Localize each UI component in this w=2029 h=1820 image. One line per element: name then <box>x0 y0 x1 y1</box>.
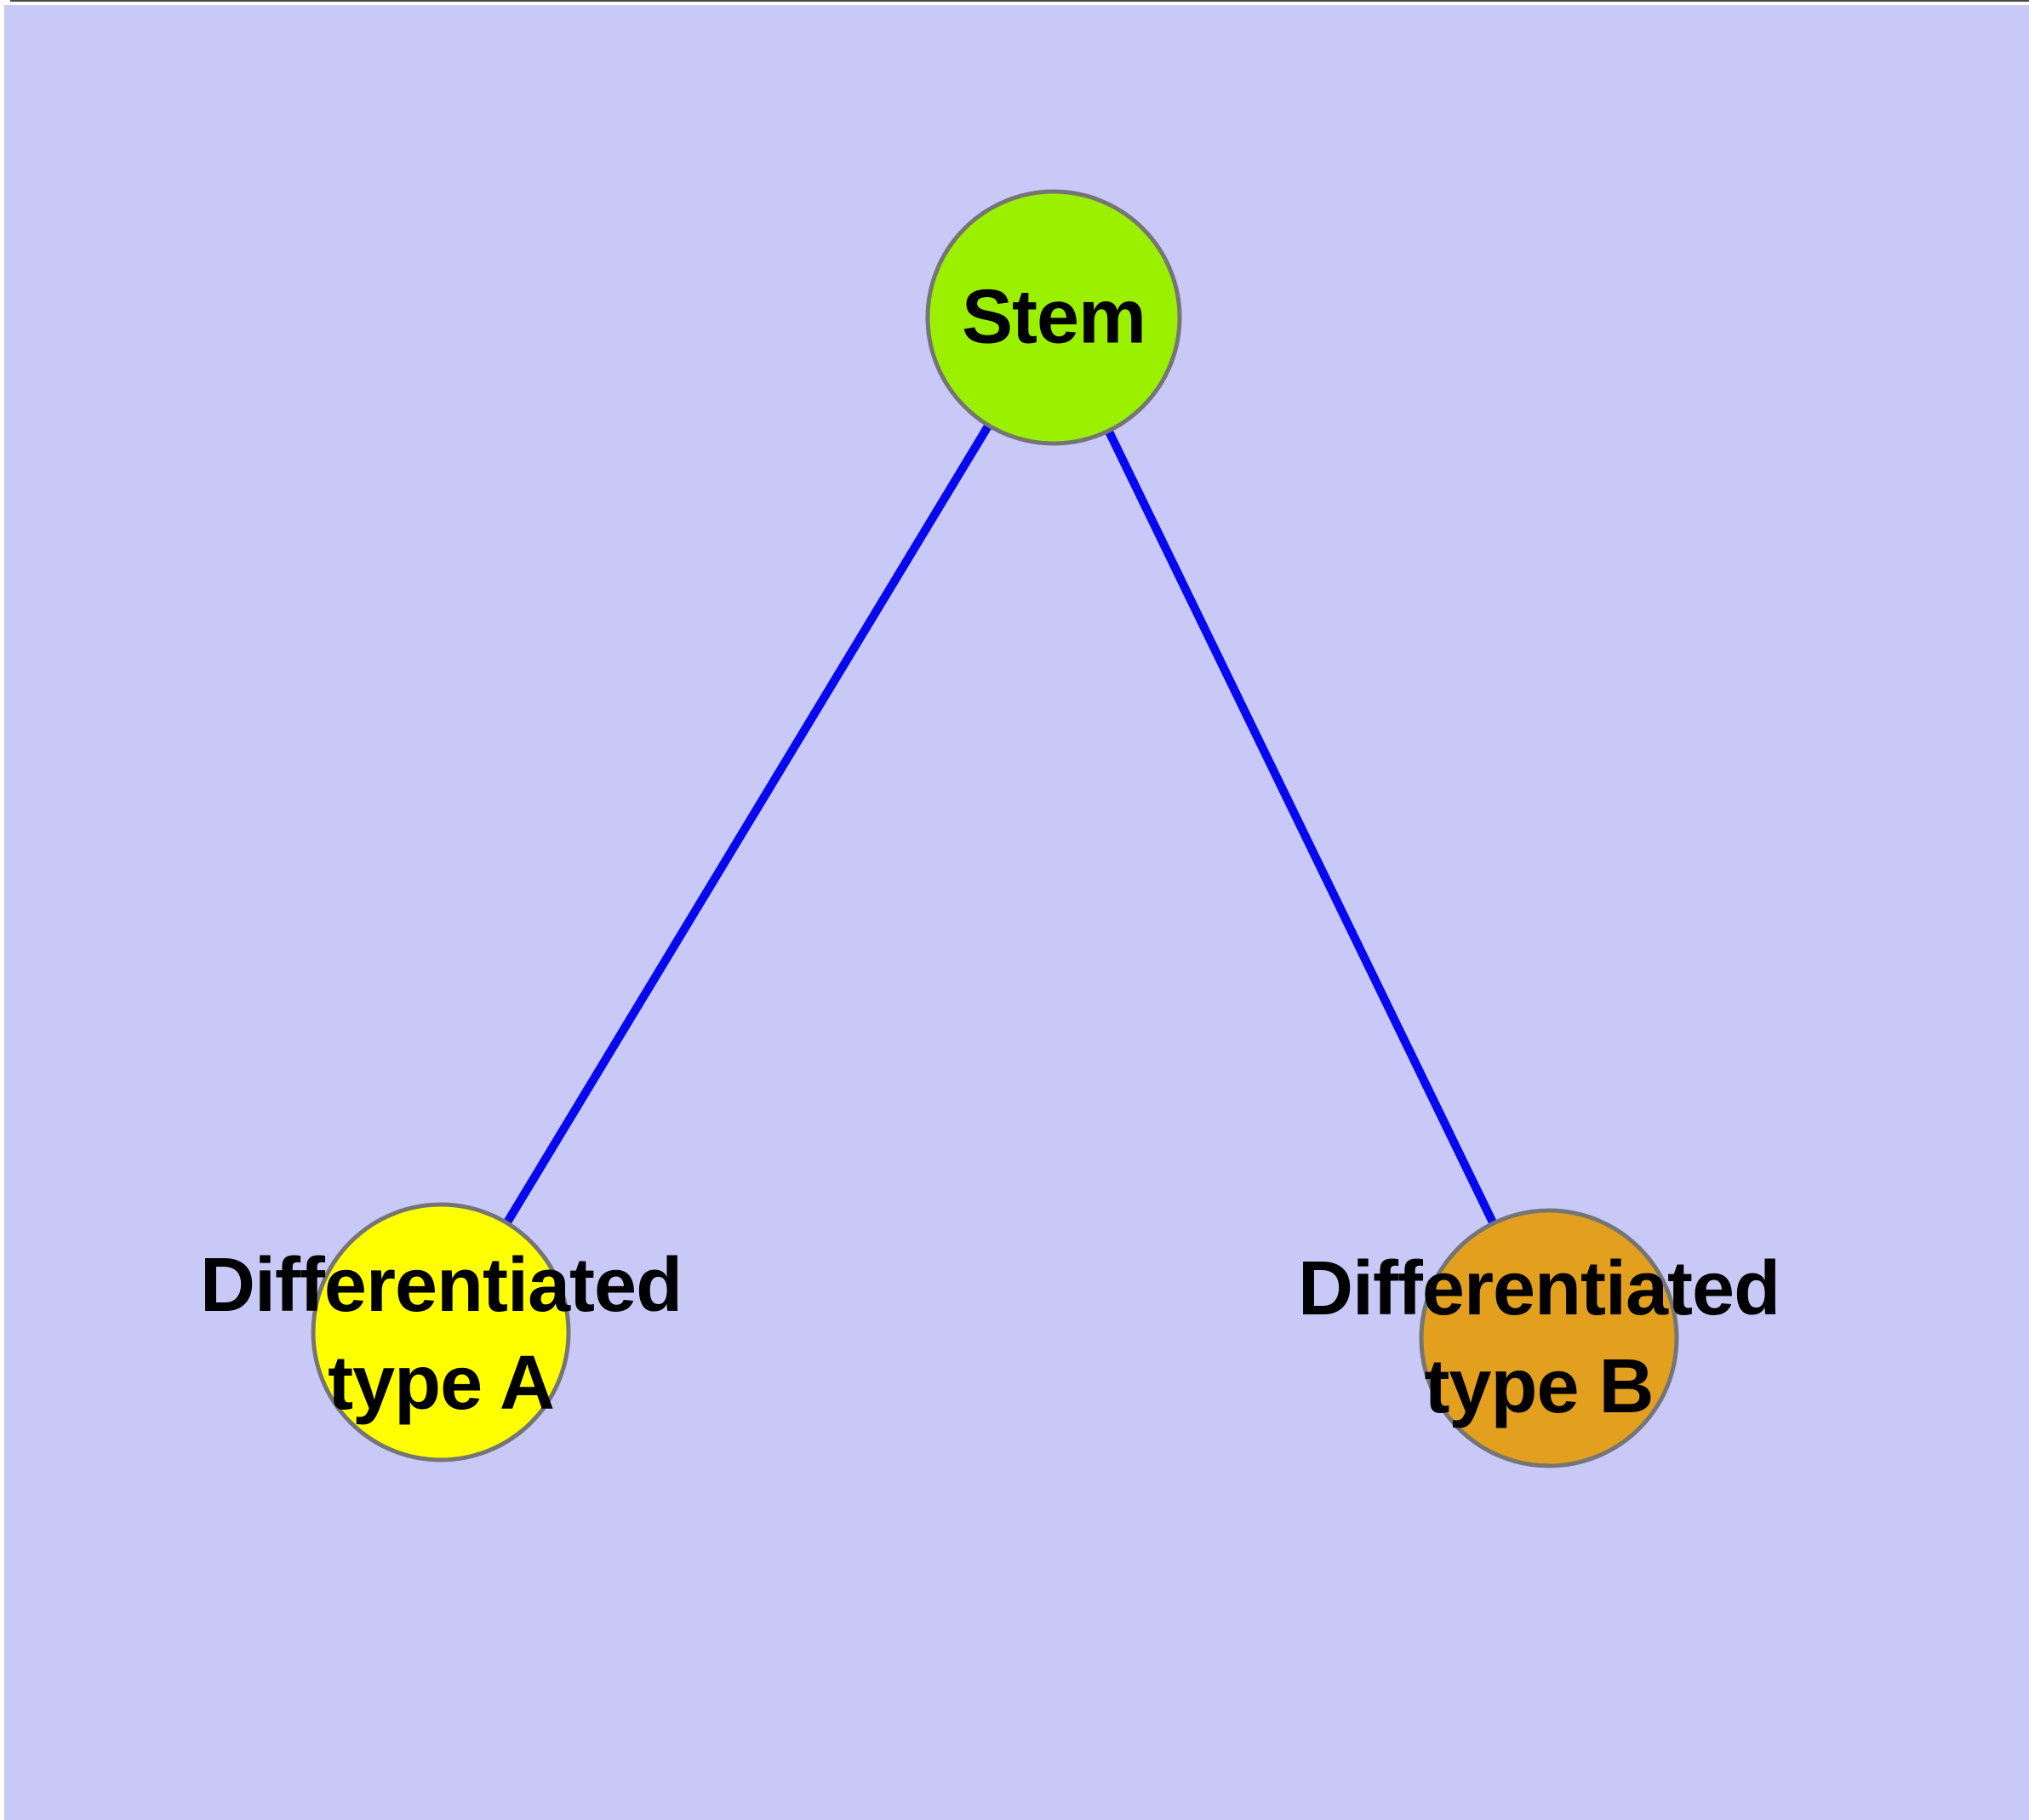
node-stem <box>928 192 1180 444</box>
window-top-border-line <box>10 0 2029 2</box>
node-differentiated-type-b <box>1421 1210 1677 1466</box>
node-label-stem: Stem <box>961 274 1146 360</box>
node-differentiated-type-a <box>313 1205 569 1460</box>
node-differentiated-type-a-border <box>311 1202 571 1462</box>
node-differentiated-type-b-border <box>1419 1208 1679 1468</box>
node-stem-border <box>925 189 1182 446</box>
node-label-differentiated-type-b: Differentiated type B <box>1297 1245 1780 1429</box>
node-label-differentiated-type-a: Differentiated type A <box>199 1242 683 1426</box>
window-left-margin <box>0 0 4 1820</box>
window-top-margin <box>0 0 2029 5</box>
edge-stem-to-type-b <box>1049 315 1553 1341</box>
edge-stem-to-type-a <box>437 315 1058 1335</box>
